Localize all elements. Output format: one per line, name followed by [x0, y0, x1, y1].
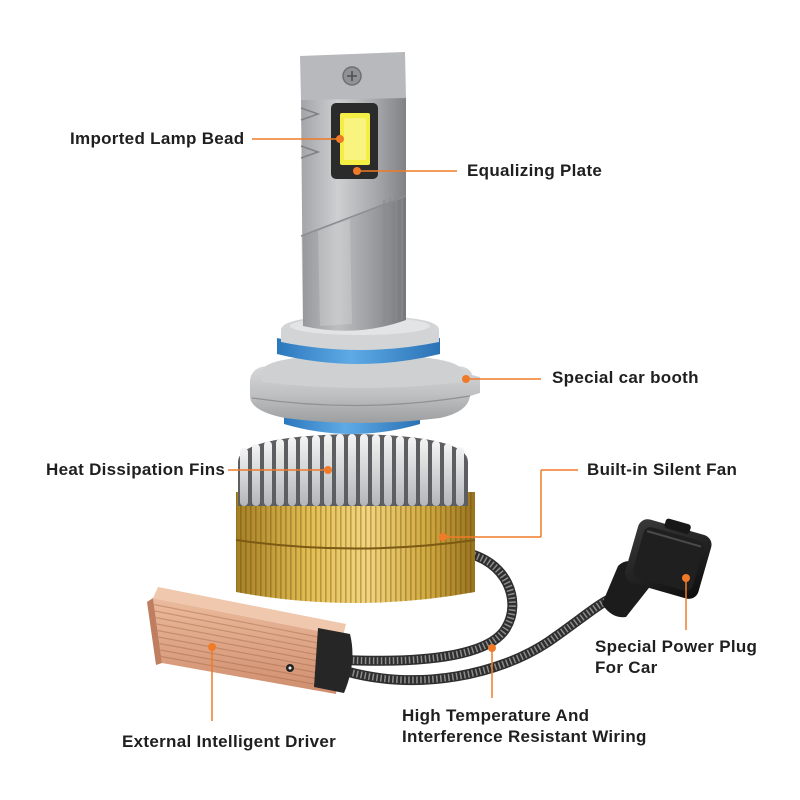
label-resistant-wiring: High Temperature And Interference Resist…: [402, 705, 647, 747]
heat-fin: [444, 443, 452, 506]
heat-fin: [288, 437, 296, 506]
screw-slot: [347, 71, 357, 81]
gold-ring-upper-knurl: [236, 492, 475, 549]
heat-fin: [396, 435, 404, 506]
label-wiring-line-1: High Temperature And: [402, 706, 590, 725]
callout-dot-silent-fan: [439, 533, 447, 541]
heat-fin: [384, 435, 392, 506]
label-wiring-line-2: Interference Resistant Wiring: [402, 727, 647, 746]
fan-housing: [235, 492, 476, 603]
braided-wiring: [340, 547, 617, 685]
plug-latch: [664, 518, 691, 535]
label-power-plug-line-1: Special Power Plug: [595, 637, 758, 656]
driver-left-end: [147, 598, 162, 665]
wire-driver-to-plug: [340, 593, 617, 685]
label-heat-dissipation-fins: Heat Dissipation Fins: [46, 460, 226, 479]
callout-dot-equalizing-plate: [353, 167, 361, 175]
power-plug: [602, 518, 712, 618]
driver-top-face: [153, 587, 346, 636]
label-imported-lamp-bead: Imported Lamp Bead: [70, 129, 245, 148]
heat-fin: [348, 434, 356, 506]
heat-fin: [300, 436, 308, 506]
heat-fin: [360, 434, 368, 506]
heat-fin: [240, 448, 248, 506]
wire-driver-to-plug-braid: [344, 594, 614, 684]
locking-flange: [250, 355, 480, 423]
plug-highlight: [646, 530, 702, 548]
flange-edge: [251, 395, 471, 407]
label-special-power-plug: Special Power Plug For Car: [595, 636, 757, 678]
heat-fin: [420, 438, 428, 506]
wire-bulb-to-driver: [340, 547, 518, 666]
led-lamp-bead: [331, 103, 378, 179]
body-lower-shade: [301, 196, 406, 331]
body-panel-highlight: [318, 219, 352, 326]
led-chip-glow: [344, 118, 366, 160]
body-main: [301, 96, 406, 331]
callout-dot-lamp-bead: [336, 135, 344, 143]
external-driver-box: [147, 587, 353, 694]
heat-fin: [456, 447, 464, 506]
callouts: [208, 135, 690, 721]
blue-seal-ring-upper: [277, 338, 440, 364]
heat-sink-body: [300, 52, 407, 331]
driver-screw-center: [288, 666, 292, 670]
callout-dot-heat-fins: [324, 466, 332, 474]
label-built-in-silent-fan: Built-in Silent Fan: [587, 460, 738, 479]
callout-dot-car-booth: [462, 375, 470, 383]
flange-shoulder: [262, 355, 462, 388]
gold-ring-lower-knurl: [236, 538, 475, 603]
heat-fin: [432, 440, 440, 506]
callout-dot-wiring: [488, 644, 496, 652]
driver-front-face: [153, 598, 343, 694]
callout-dot-power-plug: [682, 574, 690, 582]
body-grooves: [383, 195, 403, 322]
driver-ribbing: [153, 603, 343, 689]
gold-ring-seam: [235, 539, 476, 550]
heat-fin: [276, 439, 284, 506]
heat-fin: [264, 441, 272, 506]
callout-dot-driver: [208, 643, 216, 651]
label-external-intelligent-driver: External Intelligent Driver: [122, 732, 337, 751]
heat-fin: [336, 434, 344, 506]
driver-end-cap: [314, 628, 353, 693]
heat-fin: [372, 434, 380, 506]
heat-dissipation-fins: [238, 434, 468, 506]
body-bevel: [300, 195, 407, 237]
body-notches: [300, 107, 321, 159]
label-equalizing-plate: Equalizing Plate: [467, 161, 603, 180]
label-special-car-booth: Special car booth: [552, 368, 699, 387]
label-power-plug-line-2: For Car: [595, 658, 658, 677]
heat-fin: [252, 443, 260, 506]
heat-fin: [408, 437, 416, 506]
